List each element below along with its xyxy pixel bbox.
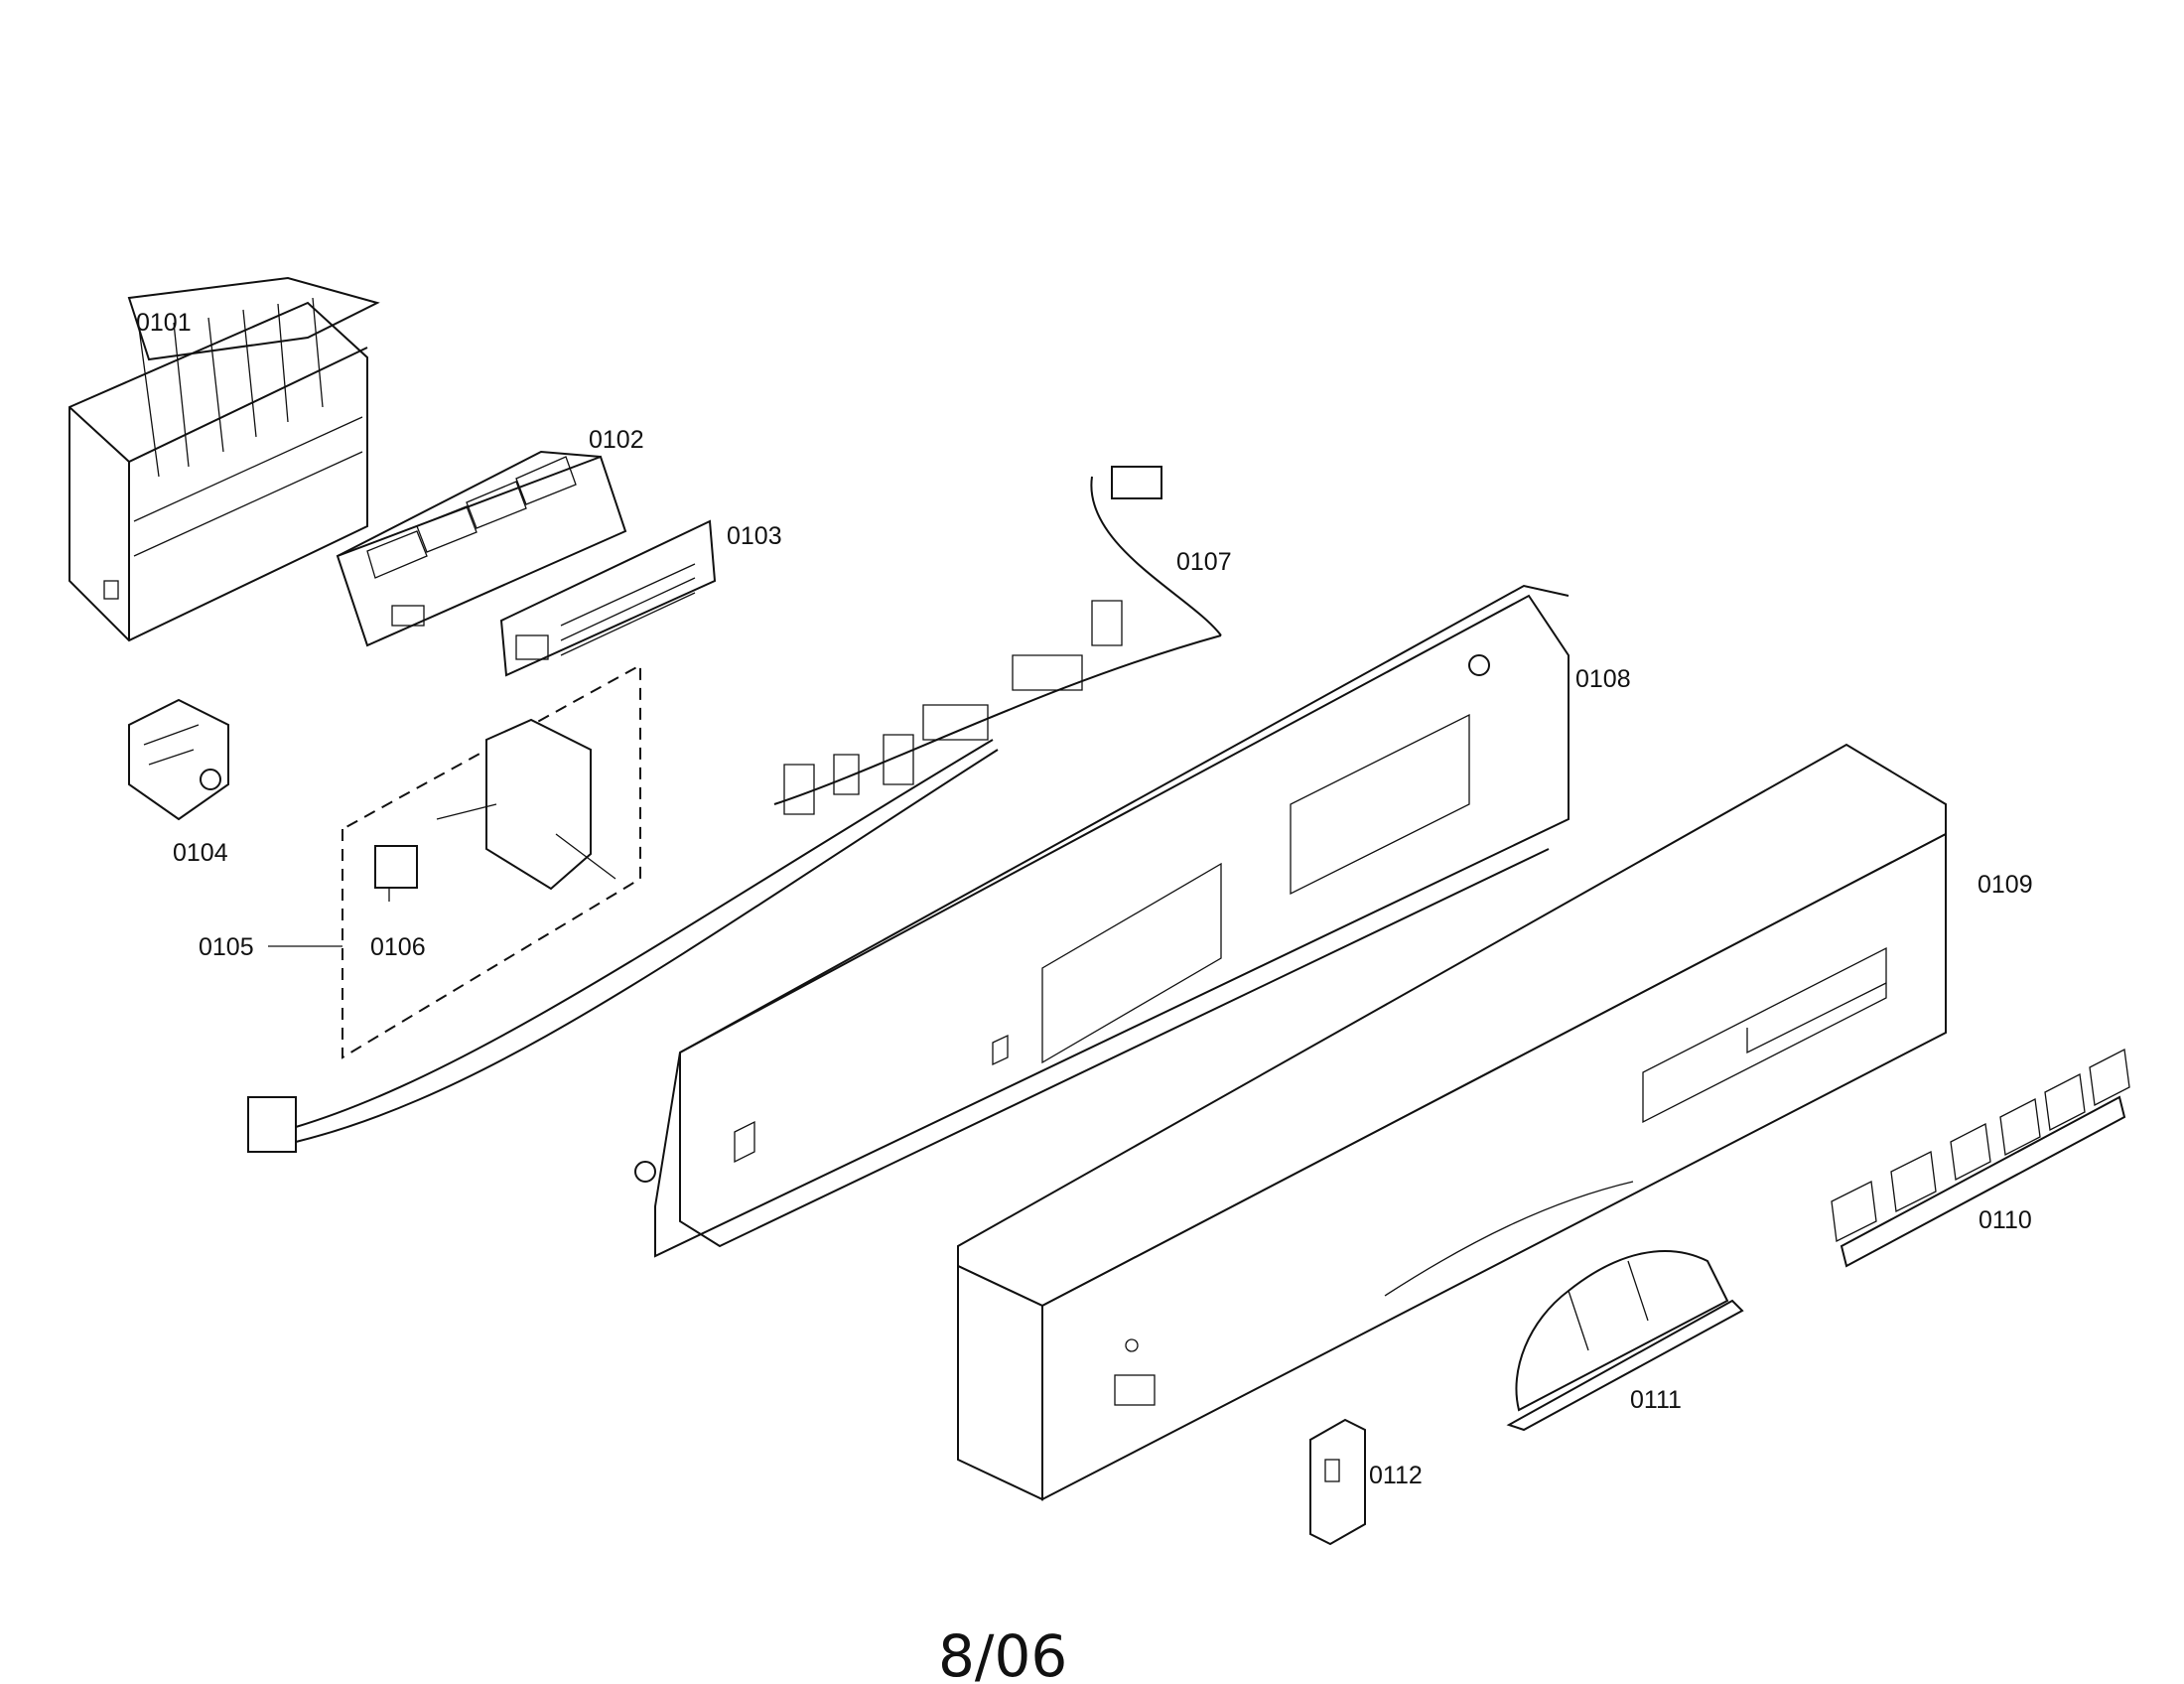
part-0104-switch[interactable] — [128, 698, 229, 821]
footer-date: 8/06 — [938, 1622, 1067, 1684]
part-0106-relay[interactable] — [374, 845, 418, 902]
part-0110-button-strip[interactable] — [1831, 1048, 2130, 1268]
label-0104: 0104 — [173, 839, 228, 867]
label-0102: 0102 — [589, 426, 644, 454]
label-0111: 0111 — [1630, 1386, 1682, 1414]
part-0107-wire-harness[interactable] — [247, 466, 1222, 1153]
label-0103: 0103 — [727, 522, 782, 550]
label-0112: 0112 — [1369, 1462, 1423, 1489]
label-0109: 0109 — [1978, 871, 2033, 899]
label-0108: 0108 — [1575, 665, 1631, 693]
part-0108-frame[interactable] — [634, 584, 1570, 1258]
part-0105-assembly-group[interactable] — [268, 663, 641, 1059]
label-0101: 0101 — [136, 309, 192, 337]
part-0111-handle[interactable] — [1506, 1250, 1744, 1432]
label-0110: 0110 — [1979, 1206, 2032, 1234]
part-0109-fascia-panel[interactable] — [957, 743, 1947, 1501]
part-0101-control-module[interactable] — [68, 276, 380, 642]
part-0102-button-block[interactable] — [336, 450, 627, 647]
part-0103-label-strip[interactable] — [499, 519, 717, 677]
label-0105: 0105 — [199, 933, 254, 961]
part-0112-clip[interactable] — [1309, 1418, 1366, 1546]
label-0106: 0106 — [370, 933, 426, 961]
label-0107: 0107 — [1176, 548, 1232, 576]
